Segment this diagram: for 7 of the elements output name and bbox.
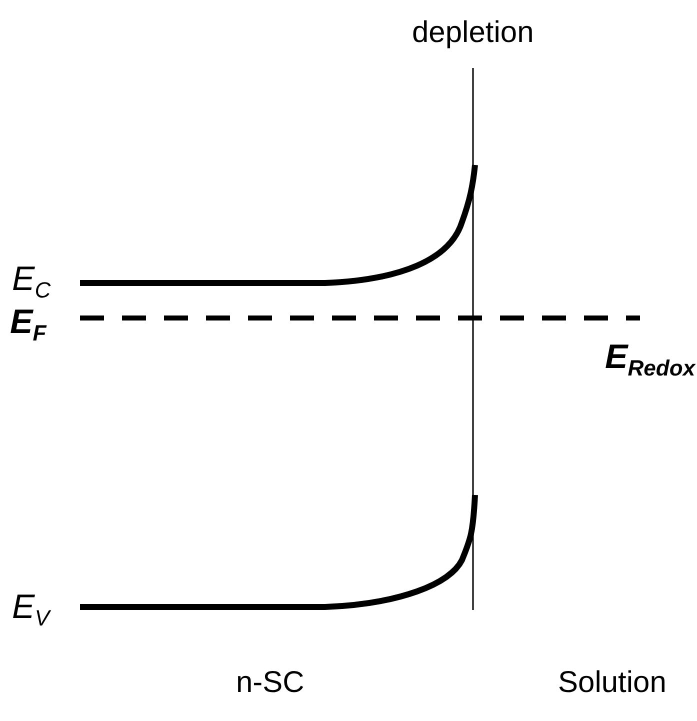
region-label: Solution <box>558 668 666 698</box>
region-label: n-SC <box>236 668 304 698</box>
energy-level-label: E$_{C}$ <box>12 262 51 302</box>
region-label: depletion <box>412 18 534 48</box>
energy-level-label: E$_{Redox}$ <box>605 340 696 380</box>
energy-level-label: E$_{V}$ <box>12 590 50 630</box>
energy-level-label: E$_{F}$ <box>10 305 46 345</box>
